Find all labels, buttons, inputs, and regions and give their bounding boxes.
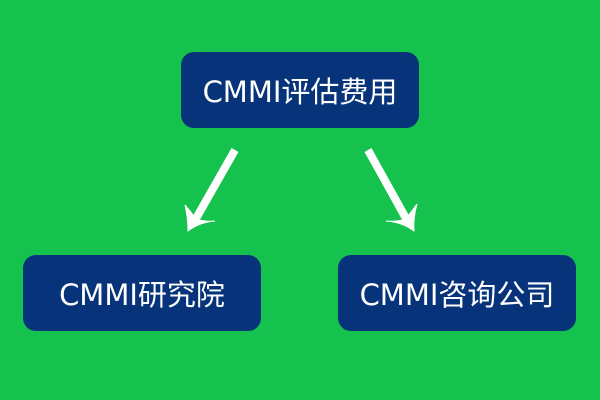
child-node-research-institute: CMMI研究院 (23, 255, 261, 331)
child-node-label: CMMI咨询公司 (359, 278, 555, 312)
child-node-consulting-company: CMMI咨询公司 (338, 255, 576, 331)
root-node-label: CMMI评估费用 (202, 75, 398, 109)
arrow-down-left-icon (184, 148, 239, 232)
root-node: CMMI评估费用 (181, 52, 419, 128)
child-node-label: CMMI研究院 (59, 278, 225, 312)
arrow-down-right-icon (364, 148, 418, 233)
